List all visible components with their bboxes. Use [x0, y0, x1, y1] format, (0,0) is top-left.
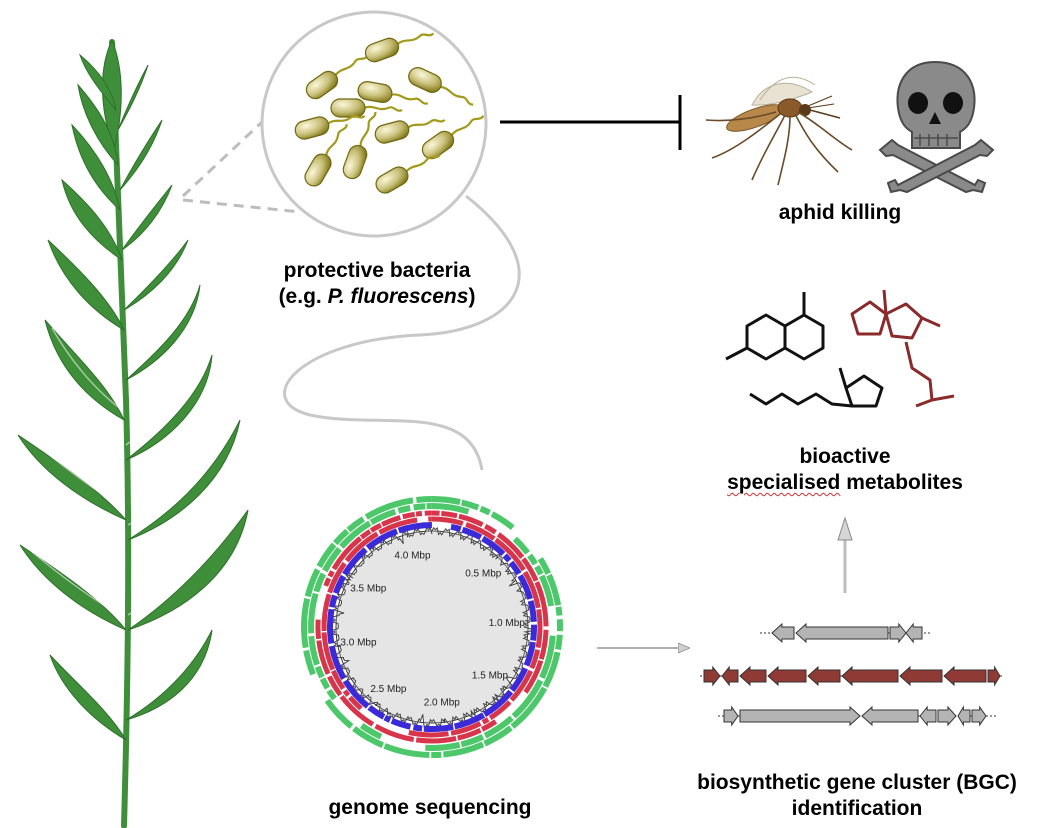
gene-arrow — [739, 705, 861, 727]
bgc-label-line2: identification — [791, 797, 923, 820]
genome-tracks — [301, 495, 563, 759]
bacterium-cell — [357, 81, 429, 105]
genome-tick-label: 2.0 Mbp — [424, 697, 461, 708]
genome-tick-mark — [375, 702, 379, 707]
genome-tick-mark — [503, 685, 508, 689]
gene-arrow — [889, 622, 907, 644]
gene-arrow — [905, 622, 923, 644]
gene-arrow — [937, 705, 957, 727]
genome-tick-label: 4.0 Mbp — [394, 551, 431, 562]
bacterium-cell — [304, 124, 348, 187]
insect-icon — [705, 76, 853, 186]
bacterium-cell — [374, 119, 446, 144]
connector-curve — [283, 194, 521, 471]
genome-sequencing-label: genome sequencing — [328, 796, 532, 819]
bacteria-label-line2: (e.g. P. fluorescens) — [278, 285, 476, 308]
bacterium-cell — [294, 115, 366, 140]
metabolites-label-rest: metabolites — [846, 471, 963, 494]
gene-arrow — [807, 665, 841, 687]
metabolites-label-line1: bioactive — [799, 445, 891, 468]
bacterium-cell — [330, 98, 403, 118]
metabolites-label: bioactive specialised metabolites — [690, 444, 1000, 496]
molecule-pentyl-cyclopentane — [749, 367, 884, 408]
gene-arrow — [899, 665, 943, 687]
bacterium-cell — [375, 154, 441, 194]
gene-arrow — [943, 665, 987, 687]
genome-tick-label: 3.0 Mbp — [340, 638, 377, 649]
bacteria-cells — [294, 32, 485, 194]
molecule-bicyclic-red — [850, 289, 955, 408]
genome-tick-label: 0.5 Mbp — [465, 568, 502, 579]
bgc-label: biosynthetic gene cluster (BGC) identifi… — [662, 770, 1052, 822]
gene-arrow — [919, 705, 937, 727]
gene-arrow — [841, 665, 899, 687]
bacterium-cell — [421, 115, 485, 160]
genome-tick-mark — [406, 533, 409, 538]
bgc-label-line1: biosynthetic gene cluster (BGC) — [697, 771, 1017, 794]
genome-tick-label: 1.5 Mbp — [472, 671, 509, 682]
bacteria-species: P. fluorescens — [327, 285, 469, 308]
molecule-decalin — [725, 292, 825, 361]
gene-arrow — [771, 622, 795, 644]
gene-arrow — [971, 705, 987, 727]
genome-tick-label: 1.0 Mbp — [489, 618, 526, 629]
metabolites-label-word: specialised — [727, 471, 841, 494]
bacterium-cell — [305, 55, 369, 100]
genome-tick-mark — [495, 555, 499, 560]
arrow-head-up — [837, 516, 853, 541]
genome-tick-mark — [336, 644, 341, 647]
metabolites-label-line2: specialised metabolites — [690, 470, 1000, 496]
genome-tick-mark — [443, 719, 446, 724]
genome-tick-labels: 0.5 Mbp 1.0 Mbp 1.5 Mbp 2.0 Mbp 2.5 Mbp 3.0 M… — [336, 533, 529, 724]
bgc-gene-rows — [700, 622, 1004, 727]
bacterium-cell — [342, 111, 377, 180]
bacterium-cell — [364, 32, 435, 63]
bacteria-label: protective bacteria (e.g. P. fluorescens… — [232, 258, 522, 310]
gene-arrow — [957, 705, 971, 727]
bacterium-cell — [408, 67, 474, 106]
gene-arrow — [721, 665, 739, 687]
gene-arrow — [723, 705, 739, 727]
zoom-lines — [181, 120, 301, 214]
gene-arrow — [795, 622, 889, 644]
plant-illustration — [17, 38, 249, 828]
skull-crossbones-icon — [878, 60, 995, 194]
gc-content-trace — [331, 525, 536, 732]
genome-tick-mark — [349, 575, 354, 579]
bacteria-label-line1: protective bacteria — [283, 259, 471, 282]
gene-arrow — [703, 665, 721, 687]
genome-tick-label: 3.5 Mbp — [350, 584, 387, 595]
inhibition-arrow — [500, 95, 682, 150]
gene-arrow — [861, 705, 919, 727]
circular-genome-map: 0.5 Mbp 1.0 Mbp 1.5 Mbp 2.0 Mbp 2.5 Mbp 3.0 M… — [301, 495, 563, 759]
aphid-killing-label: aphid killing — [778, 201, 902, 224]
gene-arrow — [767, 665, 807, 687]
gene-arrow — [739, 665, 767, 687]
bacteria-circle — [260, 10, 488, 238]
gene-arrow — [987, 665, 1001, 687]
genome-tick-label: 2.5 Mbp — [370, 684, 407, 695]
